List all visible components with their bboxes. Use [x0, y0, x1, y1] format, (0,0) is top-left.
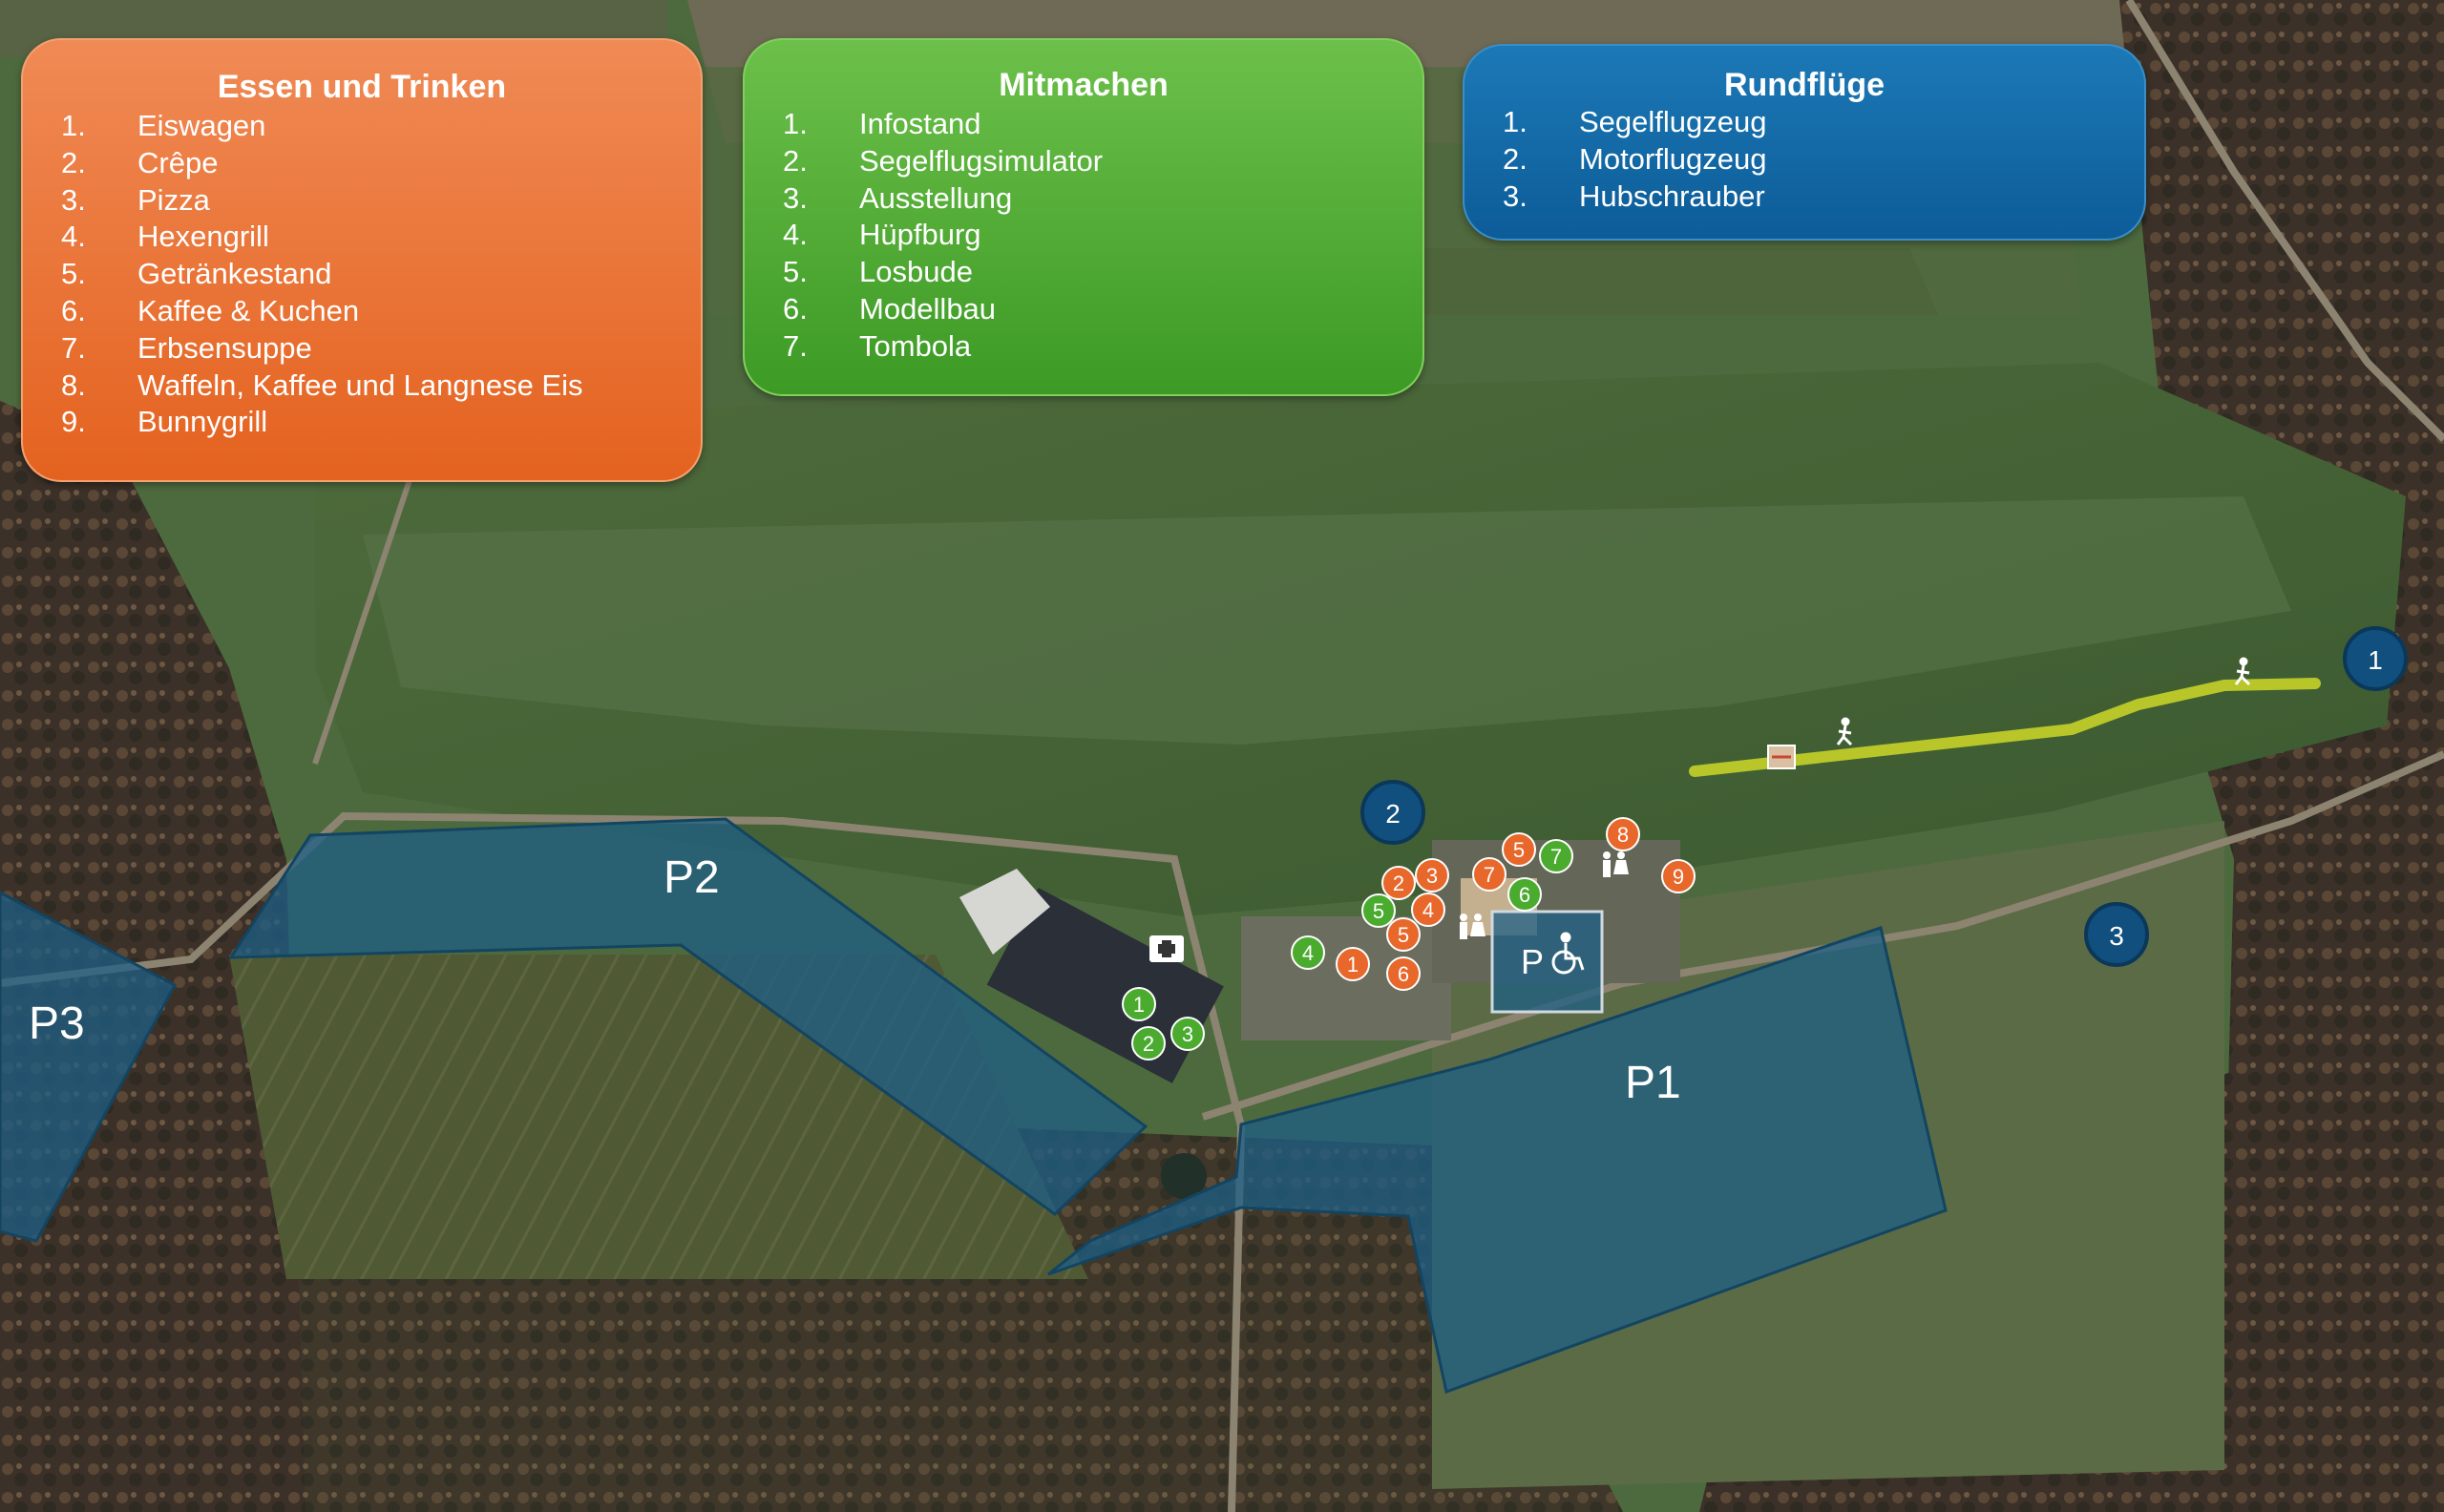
join-marker-4: 4	[1291, 935, 1325, 970]
wheelchair-icon	[1551, 932, 1585, 975]
list-item: 3.Hubschrauber	[1503, 178, 1765, 213]
svg-text:8: 8	[1617, 823, 1629, 847]
svg-text:2: 2	[1385, 799, 1401, 829]
join-marker-6: 6	[1507, 877, 1542, 912]
join-marker-7: 7	[1539, 839, 1573, 873]
svg-text:6: 6	[1398, 962, 1409, 986]
accessible-parking: P	[1490, 910, 1604, 1014]
list-item: 3.Ausstellung	[783, 180, 1013, 215]
list-item: 1.Infostand	[783, 107, 981, 140]
list-item: 9.Bunnygrill	[61, 405, 268, 439]
legend-food-drink: Essen und Trinken 1.Eiswagen 2.Crêpe 3.P…	[21, 38, 703, 482]
food-marker-8: 8	[1606, 817, 1640, 851]
legend-sightseeing-flights: Rundflüge 1.Segelflugzeug 2.Motorflugzeu…	[1463, 44, 2146, 241]
svg-text:5: 5	[1398, 923, 1409, 947]
list-item: 5.Losbude	[783, 255, 973, 289]
list-item: 7.Tombola	[783, 328, 972, 363]
svg-text:1: 1	[2368, 645, 2383, 675]
list-item: 6.Kaffee & Kuchen	[61, 293, 360, 327]
svg-text:1: 1	[1133, 993, 1145, 1017]
svg-text:3: 3	[1426, 864, 1438, 888]
walking-person-icon	[1836, 717, 1853, 746]
list-item: 4.Hüpfburg	[783, 218, 981, 252]
parking-label-p2: P2	[664, 852, 720, 903]
join-marker-1: 1	[1122, 987, 1156, 1021]
food-marker-4: 4	[1411, 892, 1445, 927]
svg-text:3: 3	[1182, 1022, 1193, 1046]
food-marker-9: 9	[1661, 859, 1696, 893]
list-item: 2.Crêpe	[61, 145, 219, 179]
svg-text:6: 6	[1519, 883, 1530, 907]
flight-marker-3: 3	[2084, 902, 2149, 967]
parking-label-p3: P3	[29, 998, 85, 1049]
svg-text:7: 7	[1484, 863, 1495, 887]
svg-text:4: 4	[1422, 898, 1434, 922]
parking-p1: P1	[1047, 926, 1948, 1394]
gate-icon	[1767, 745, 1796, 769]
svg-text:7: 7	[1550, 845, 1562, 869]
join-marker-2: 2	[1131, 1026, 1166, 1060]
food-marker-1: 1	[1336, 947, 1370, 981]
legend-participate: Mitmachen 1.Infostand 2.Segelflugsimulat…	[743, 38, 1424, 396]
list-item: 8.Waffeln, Kaffee und Langnese Eis	[61, 368, 583, 402]
legend-join-list: 1.Infostand 2.Segelflugsimulator 3.Ausst…	[745, 106, 1422, 366]
food-marker-2: 2	[1381, 866, 1416, 900]
flight-marker-2: 2	[1360, 780, 1425, 845]
parking-p2: P2	[228, 817, 1148, 1216]
legend-flight-title: Rundflüge	[1723, 67, 1886, 103]
parking-p3: P3	[0, 891, 178, 1243]
list-item: 1.Segelflugzeug	[1503, 105, 1767, 138]
svg-text:2: 2	[1143, 1032, 1154, 1056]
svg-text:5: 5	[1373, 899, 1384, 923]
legend-flight-list: 1.Segelflugzeug 2.Motorflugzeug 3.Hubsch…	[1464, 104, 2144, 215]
join-marker-3: 3	[1170, 1017, 1205, 1051]
parking-label-p1: P1	[1625, 1058, 1681, 1108]
list-item: 7.Erbsensuppe	[61, 330, 312, 365]
list-item: 4.Hexengrill	[61, 220, 269, 254]
svg-text:9: 9	[1673, 865, 1684, 889]
food-marker-5: 5	[1502, 832, 1536, 867]
svg-text:3: 3	[2109, 921, 2124, 951]
legend-join-title: Mitmachen	[999, 67, 1169, 103]
list-item: 1.Eiswagen	[61, 109, 266, 142]
svg-text:4: 4	[1302, 941, 1314, 965]
list-item: 6.Modellbau	[783, 291, 997, 326]
food-marker-6: 6	[1386, 956, 1421, 991]
legend-food-title: Essen und Trinken	[217, 69, 507, 105]
first-aid-icon	[1149, 935, 1184, 962]
join-marker-5: 5	[1361, 893, 1396, 928]
svg-text:5: 5	[1513, 838, 1525, 862]
food-marker-5b: 5	[1386, 917, 1421, 952]
flight-marker-1: 1	[2343, 626, 2408, 691]
list-item: 3.Pizza	[61, 182, 210, 217]
list-item: 2.Segelflugsimulator	[783, 143, 1104, 178]
walking-person-icon	[2234, 657, 2251, 686]
accessible-parking-label: P	[1521, 942, 1544, 981]
toilet-icon	[1603, 851, 1629, 877]
list-item: 5.Getränkestand	[61, 257, 332, 291]
toilet-icon	[1460, 914, 1485, 939]
food-marker-7: 7	[1472, 857, 1506, 892]
list-item: 2.Motorflugzeug	[1503, 141, 1767, 176]
food-marker-3: 3	[1415, 858, 1449, 892]
svg-text:2: 2	[1393, 872, 1404, 895]
legend-food-list: 1.Eiswagen 2.Crêpe 3.Pizza 4.Hexengrill …	[23, 108, 701, 441]
svg-text:1: 1	[1347, 953, 1359, 976]
